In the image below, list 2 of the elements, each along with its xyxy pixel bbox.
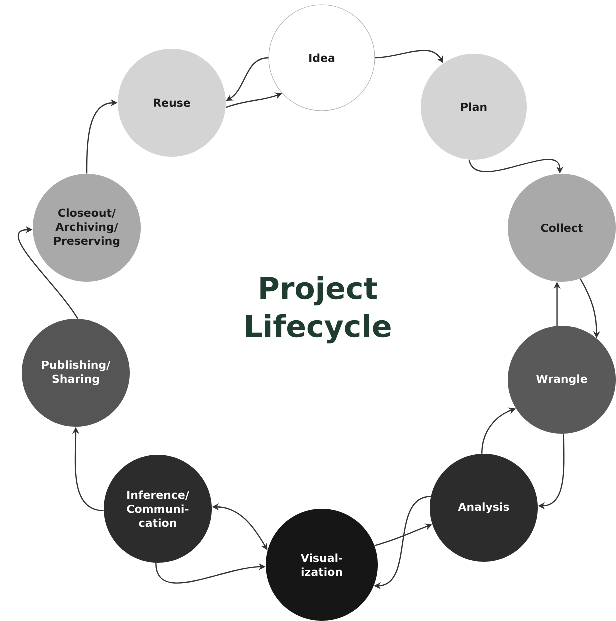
title: Project Lifecycle (246, 276, 391, 344)
arrow (18, 226, 78, 320)
